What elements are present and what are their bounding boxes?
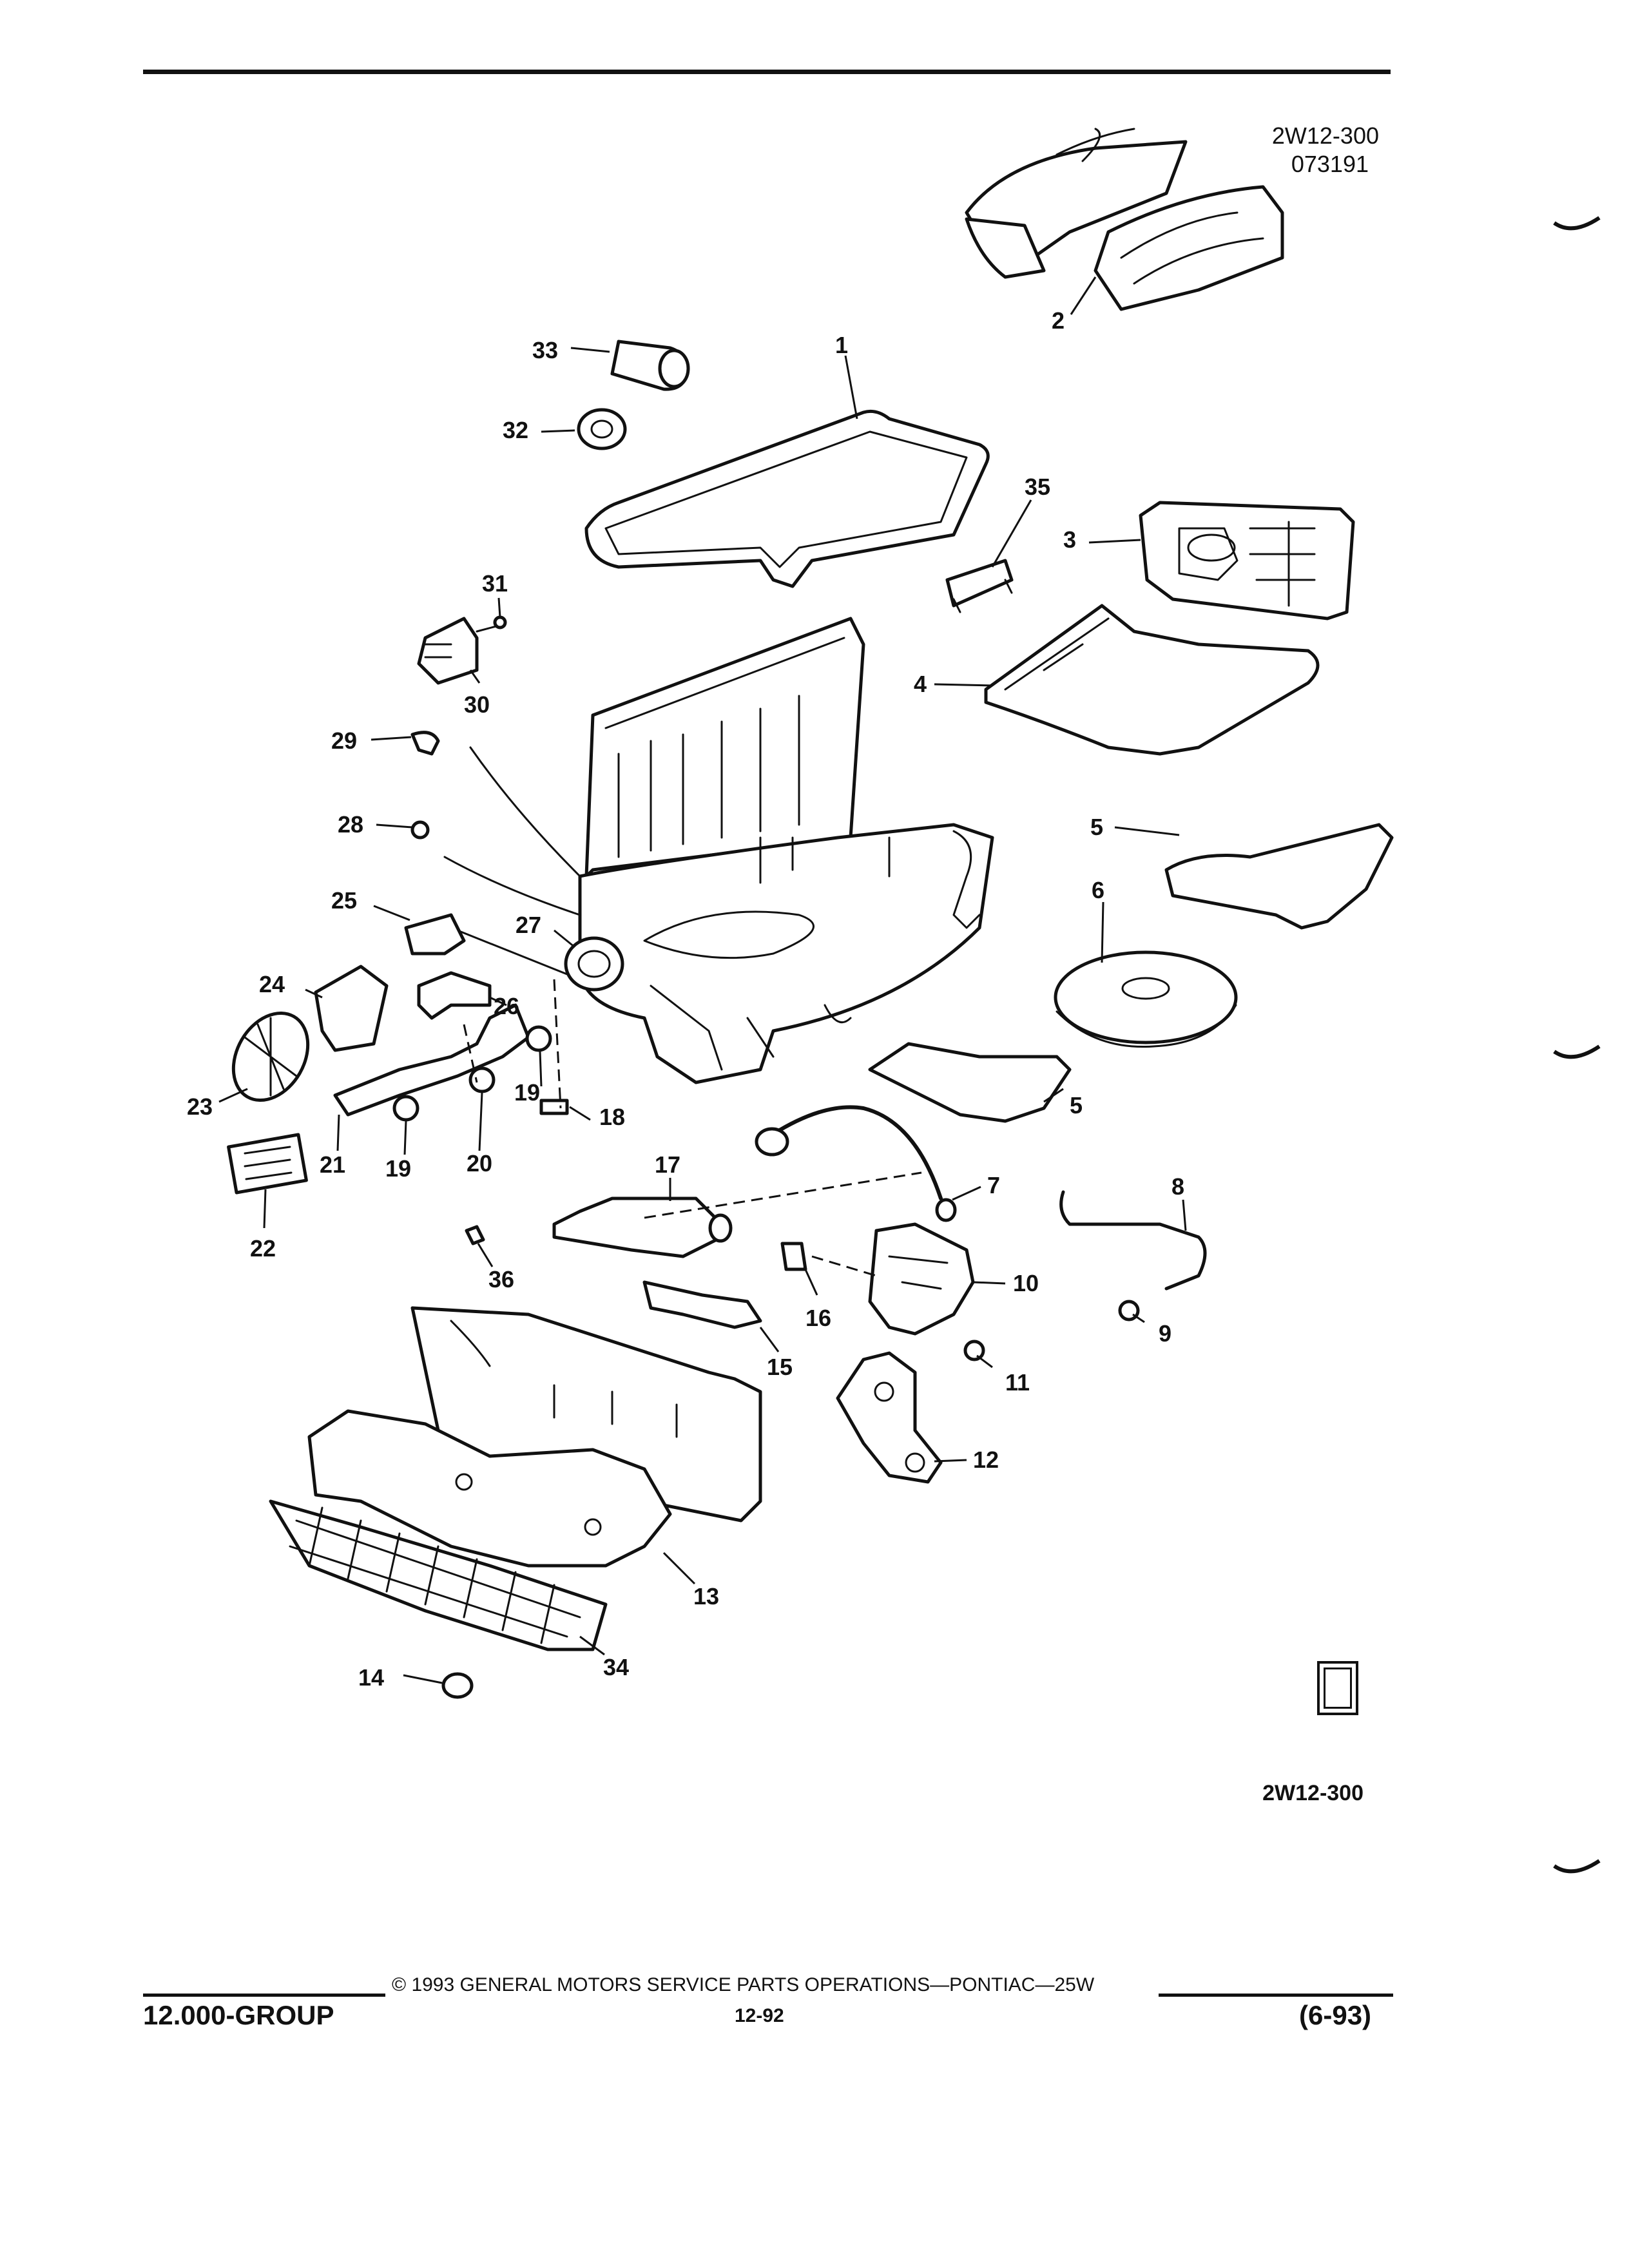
callout-12: 12 [973, 1446, 999, 1473]
part-32-grommet [577, 408, 627, 450]
part-17-actuator [552, 1196, 733, 1258]
part-19-nut [392, 1095, 419, 1122]
callout-9: 9 [1159, 1320, 1171, 1347]
callout-23: 23 [187, 1093, 213, 1120]
footer-revision: (6-93) [1299, 2000, 1372, 2030]
callout-5a: 5 [1090, 814, 1103, 840]
part-23-speaker-grille [231, 1011, 310, 1102]
callout-34: 34 [603, 1654, 629, 1680]
callout-labels: 33 32 1 2 35 3 31 4 30 29 28 5 6 25 27 2… [187, 307, 1184, 1691]
callout-31: 31 [482, 570, 508, 597]
callout-15: 15 [767, 1354, 793, 1380]
callout-14: 14 [358, 1664, 384, 1691]
footer-copyright: © 1993 GENERAL MOTORS SERVICE PARTS OPER… [392, 1974, 1095, 1995]
part-11-screw [963, 1340, 985, 1361]
part-19b-nut [525, 1025, 552, 1052]
part-5-lower-trim-panel [868, 1042, 1072, 1123]
callout-5b: 5 [1070, 1092, 1083, 1119]
callout-10: 10 [1013, 1270, 1039, 1296]
part-5-upper-trim-panel [1164, 823, 1394, 930]
figure-code: 2W12-300 [1262, 1781, 1364, 1805]
callout-17: 17 [655, 1151, 680, 1178]
part-12-striker [836, 1351, 943, 1484]
footer-rule-right [1159, 1994, 1393, 1997]
callout-20: 20 [467, 1150, 492, 1177]
footer-rule-left [143, 1994, 385, 1997]
part-21-hinge-arm [333, 1003, 530, 1117]
assembly-lines [463, 979, 922, 1277]
part-29-bulb [410, 731, 440, 756]
part-13-rear-panel-trim [307, 1306, 762, 1568]
top-rule [143, 70, 1391, 74]
logo-inner [1324, 1667, 1352, 1709]
callout-35: 35 [1025, 474, 1050, 500]
callout-28: 28 [338, 811, 363, 838]
part-4-trunk-mat [984, 604, 1320, 756]
callout-16: 16 [805, 1305, 831, 1331]
callout-21: 21 [320, 1151, 345, 1178]
footer-group: 12.000-GROUP [143, 2000, 334, 2030]
illustration-code: 2W12-300 [1271, 122, 1379, 149]
callout-13: 13 [693, 1583, 719, 1610]
callout-6: 6 [1092, 877, 1104, 903]
part-7-release-cable [755, 1105, 957, 1222]
part-8-wire-harness [1059, 1190, 1207, 1291]
part-30-lamp-assembly [417, 615, 507, 685]
part-25-bumper-stop [404, 913, 466, 956]
callout-36: 36 [488, 1266, 514, 1293]
callout-27: 27 [516, 912, 541, 938]
callout-33: 33 [532, 337, 558, 363]
callout-25: 25 [331, 887, 357, 914]
part-18-bolt [539, 1099, 569, 1115]
callout-24: 24 [259, 971, 285, 997]
callout-7: 7 [987, 1172, 1000, 1198]
part-26-seal-strip [417, 971, 492, 1020]
part-36-pin [465, 1225, 485, 1245]
part-35-bracket [945, 559, 1014, 613]
part-34-cargo-net [269, 1499, 608, 1651]
part-28-plug [410, 820, 430, 840]
callout-26: 26 [494, 993, 519, 1019]
callout-1: 1 [835, 332, 848, 358]
vehicle-body-rear [443, 617, 994, 1084]
part-16-bolt [780, 1242, 807, 1271]
part-1-weatherstrip [584, 409, 990, 588]
footer-page: 12-92 [735, 2005, 784, 2026]
part-3-storage-tray [1139, 501, 1355, 620]
callout-3: 3 [1063, 526, 1076, 553]
callout-19b: 19 [385, 1155, 411, 1182]
callout-22: 22 [250, 1235, 276, 1262]
callout-18: 18 [599, 1104, 625, 1130]
part-2-quarter-trim-panel [965, 128, 1284, 311]
callout-4: 4 [914, 671, 927, 697]
callout-32: 32 [503, 417, 528, 443]
callout-11: 11 [1005, 1369, 1030, 1396]
part-27-seal [564, 936, 624, 992]
part-20-fastener [468, 1066, 496, 1093]
callout-2: 2 [1052, 307, 1065, 334]
part-22-license-lamp [227, 1133, 308, 1195]
leader-lines [218, 276, 1187, 1684]
part-24-bracket [314, 965, 389, 1052]
part-10-latch [868, 1222, 975, 1336]
illustration-date: 073191 [1291, 151, 1369, 177]
part-14-fastener [441, 1672, 474, 1699]
callout-19a: 19 [514, 1079, 540, 1106]
callout-29: 29 [331, 727, 357, 754]
callout-30: 30 [464, 691, 490, 718]
part-15-bracket-rod [642, 1280, 762, 1329]
callout-8: 8 [1171, 1173, 1184, 1200]
part-33-lock-cylinder [610, 340, 690, 391]
gm-spo-logo [1317, 1661, 1358, 1715]
part-6-spare-tire-cover [1054, 950, 1238, 1048]
